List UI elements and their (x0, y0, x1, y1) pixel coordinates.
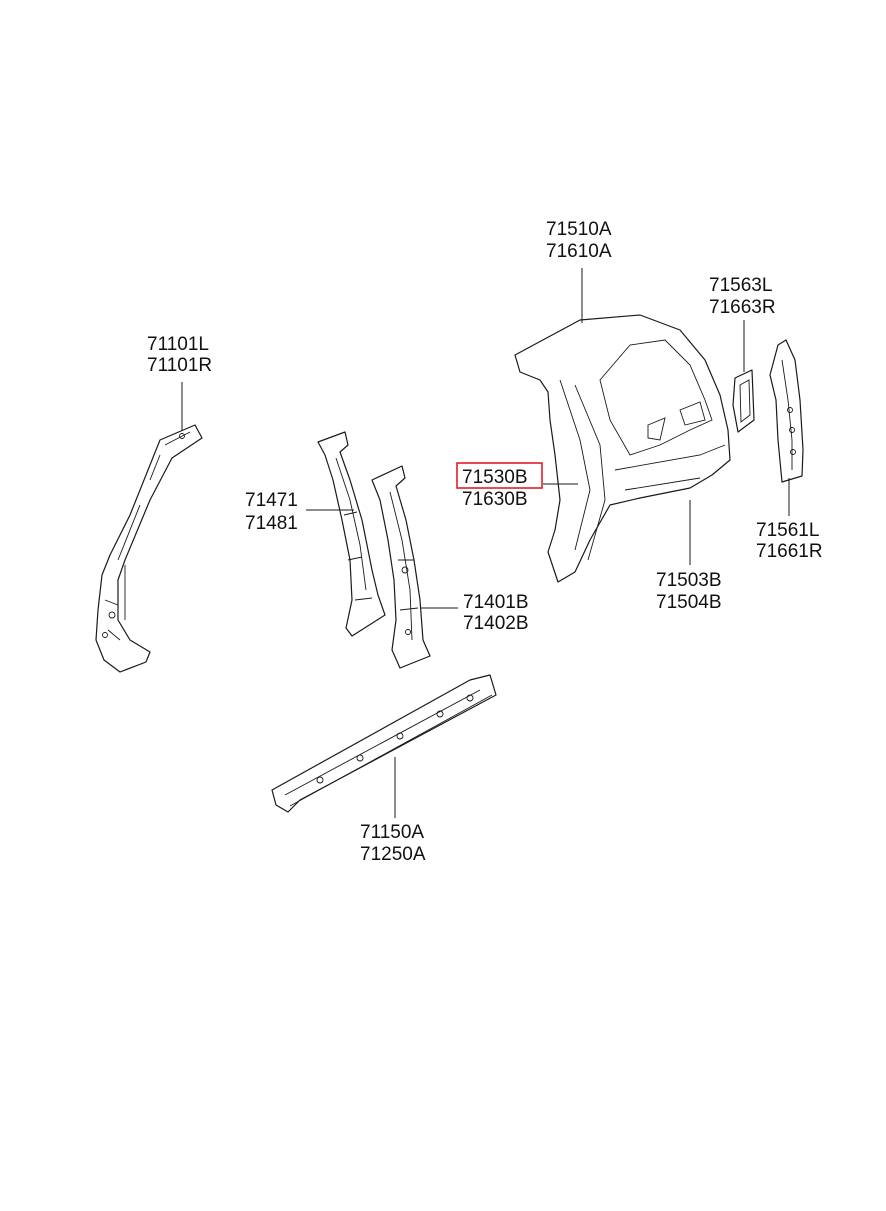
callout-label: 71510A (546, 219, 612, 240)
front-pillar-part (95, 424, 203, 673)
callout-label: 71530B (462, 467, 528, 488)
callout-label: 71250A (360, 844, 426, 865)
callout-label: 71481 (245, 513, 298, 534)
callout-quarter-outer-upper: 71510A 71610A (546, 219, 612, 262)
callout-label: 71471 (245, 490, 298, 511)
callout-label: 71401B (463, 592, 529, 613)
callout-rear-pillar-reinforcement: 71561L 71661R (756, 520, 823, 562)
callout-front-pillar: 71101L 71101R (147, 334, 212, 376)
callout-label: 71610A (546, 241, 612, 262)
callout-label: 71563L (709, 275, 772, 296)
quarter-extension-part (732, 369, 755, 433)
callout-center-pillar-inner: 71471 71481 (245, 490, 298, 534)
callout-label: 71661R (756, 541, 823, 562)
callout-quarter-inner-highlighted: 71530B 71630B (456, 462, 543, 510)
callout-quarter-lower: 71503B 71504B (656, 570, 722, 613)
quarter-panel-part (514, 314, 731, 583)
callout-label: 71402B (463, 613, 529, 634)
rear-pillar-reinforcement-part (769, 339, 804, 483)
highlight-box (456, 462, 543, 489)
callout-label: 71101R (147, 355, 212, 376)
callout-label: 71503B (656, 570, 722, 591)
center-pillar-outer-part (371, 465, 431, 669)
callout-side-sill: 71150A 71250A (360, 822, 426, 865)
callout-label: 71630B (462, 489, 528, 510)
callout-label: 71504B (656, 592, 722, 613)
center-pillar-inner-part (317, 431, 386, 637)
callout-label: 71561L (756, 520, 819, 541)
callout-label: 71150A (360, 822, 424, 843)
callout-label: 71663R (709, 297, 776, 318)
callout-quarter-extension: 71563L 71663R (709, 275, 776, 318)
callout-label: 71101L (147, 334, 209, 355)
callout-center-pillar-outer: 71401B 71402B (463, 592, 529, 634)
side-sill-part (271, 674, 497, 813)
